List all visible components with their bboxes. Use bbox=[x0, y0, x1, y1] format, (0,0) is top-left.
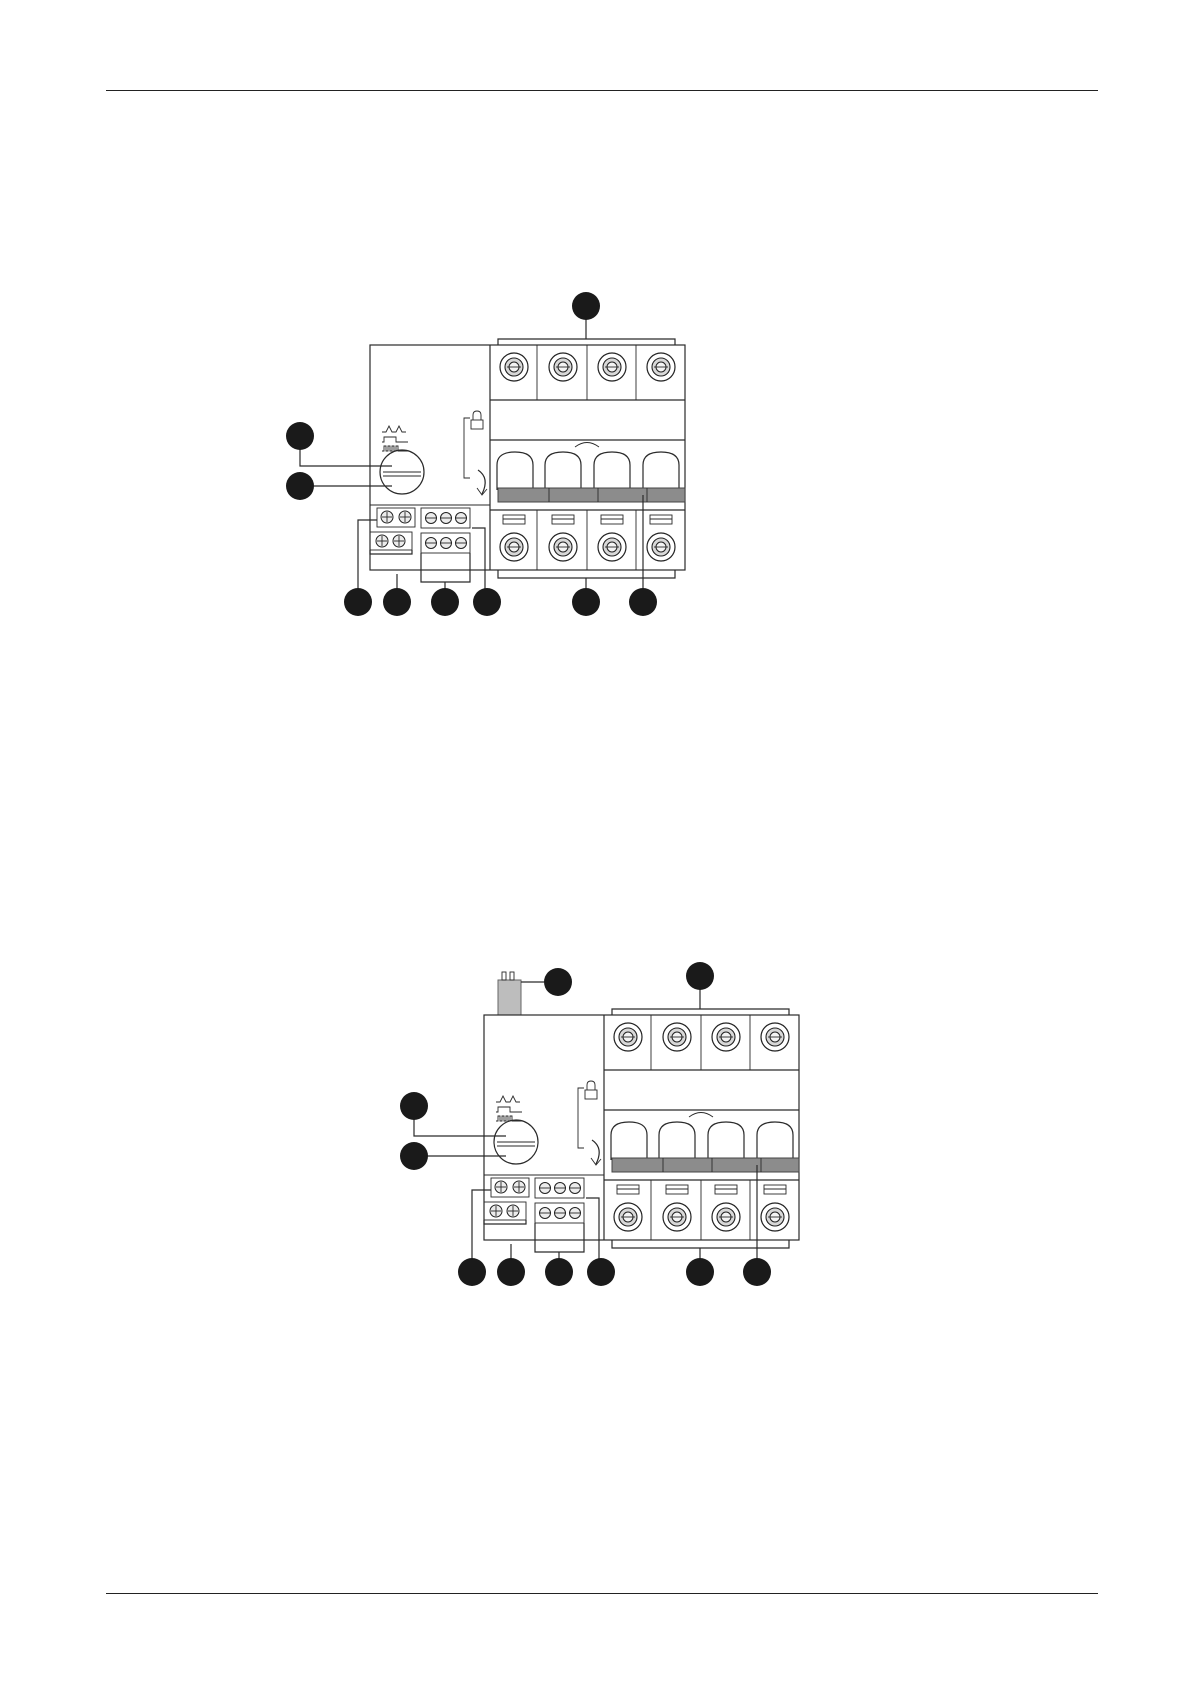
auxiliary-module bbox=[498, 972, 521, 1015]
callout-marker bbox=[458, 1258, 486, 1286]
aux-terminal-block-b bbox=[484, 1202, 526, 1220]
terminal-screw-icon bbox=[663, 1203, 691, 1231]
rotate-arrow-icon bbox=[591, 1140, 601, 1165]
toggle-handle-row bbox=[611, 1113, 799, 1173]
terminal-screw-icon bbox=[614, 1203, 642, 1231]
pulse-waveform-icon bbox=[496, 1096, 522, 1121]
callout-marker bbox=[497, 1258, 525, 1286]
callout-marker bbox=[400, 1092, 428, 1120]
terminal-screw-icon bbox=[712, 1023, 740, 1051]
bottom-terminal-row bbox=[614, 1180, 789, 1240]
handle-tie-bar bbox=[612, 1158, 799, 1172]
padlock-icon bbox=[585, 1081, 597, 1099]
callout-marker bbox=[544, 968, 572, 996]
callout-marker bbox=[686, 962, 714, 990]
terminal-screw-icon bbox=[663, 1023, 691, 1051]
callout-marker bbox=[686, 1258, 714, 1286]
terminal-screw-icon bbox=[614, 1023, 642, 1051]
terminal-screw-icon bbox=[761, 1023, 789, 1051]
device-housing bbox=[484, 1015, 799, 1240]
callout-marker bbox=[545, 1258, 573, 1286]
contact-terminal-block bbox=[535, 1178, 584, 1223]
terminal-screw-icon bbox=[761, 1203, 789, 1231]
callout-marker bbox=[587, 1258, 615, 1286]
top-terminal-row bbox=[614, 1015, 789, 1070]
adjustment-dial bbox=[494, 1120, 538, 1164]
terminal-screw-icon bbox=[712, 1203, 740, 1231]
callout-marker bbox=[743, 1258, 771, 1286]
aux-terminal-block-a bbox=[491, 1178, 529, 1197]
callout-marker bbox=[400, 1142, 428, 1170]
